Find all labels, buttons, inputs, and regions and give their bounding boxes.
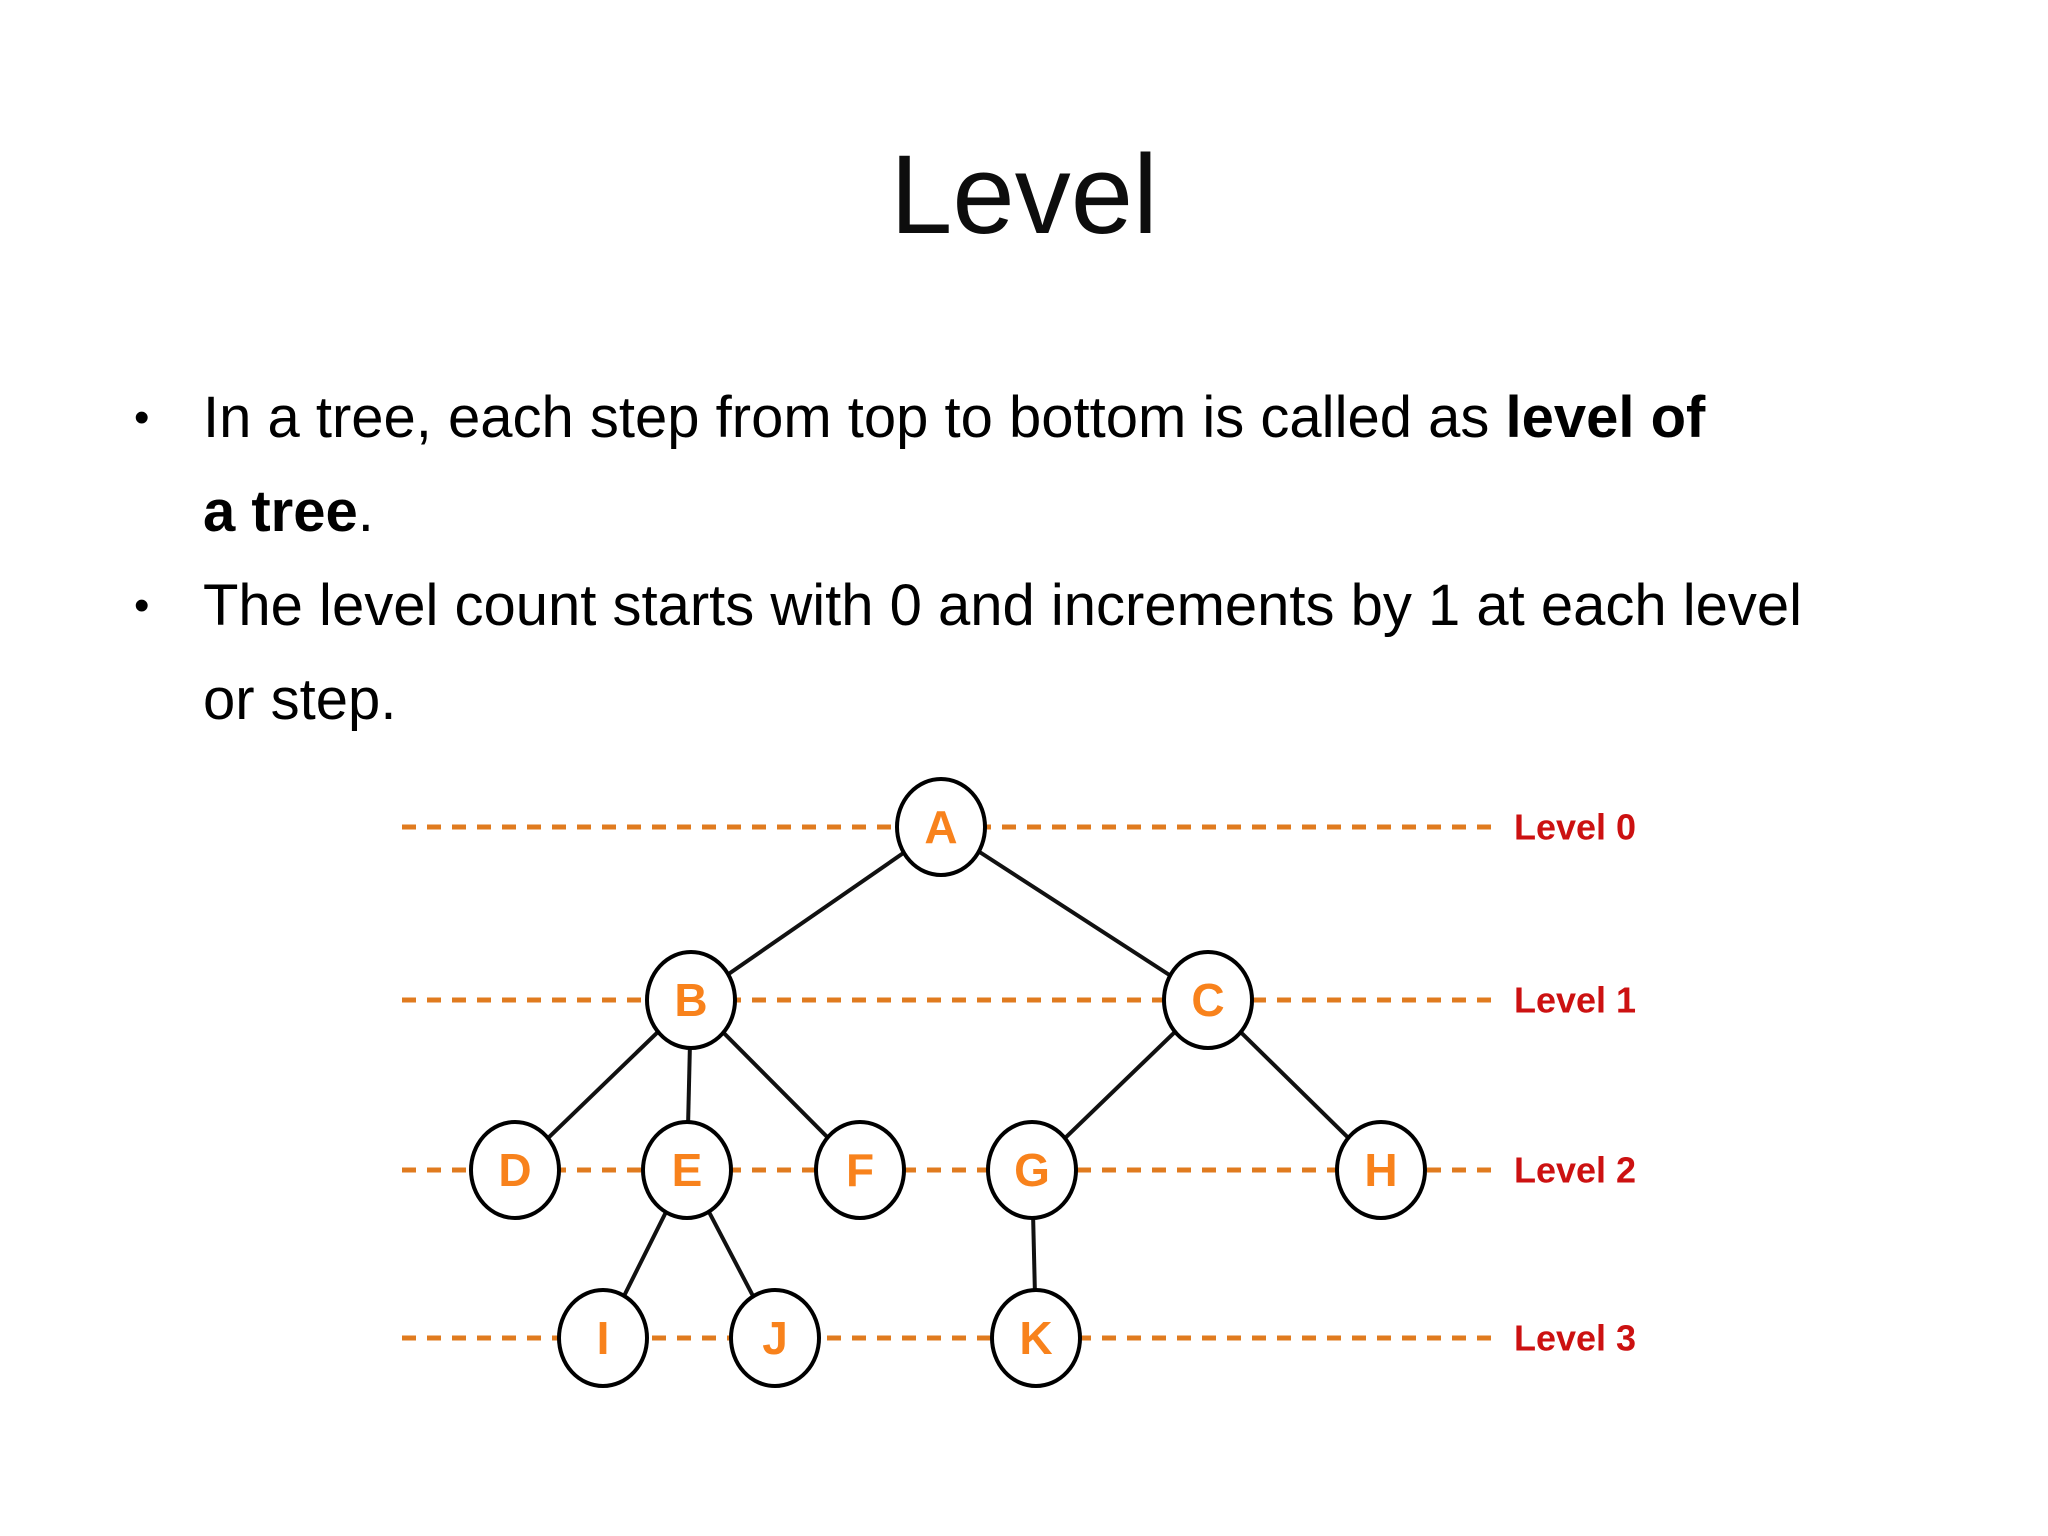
level-label-1: Level 1 <box>1514 980 1636 1021</box>
node-circle-E <box>641 1120 733 1220</box>
bullet-1-period: . <box>357 479 374 544</box>
bullet-2-text: The level count starts with 0 and increm… <box>203 559 1802 747</box>
node-circle-F <box>814 1120 906 1220</box>
node-circle-G <box>986 1120 1078 1220</box>
node-label-K: K <box>1019 1312 1052 1364</box>
bullet-marker: • <box>134 581 150 630</box>
bullet-1-line-1: In a tree, each step from top to bottom … <box>203 371 1705 465</box>
edge-A-C <box>939 825 1210 1002</box>
node-label-A: A <box>924 801 957 853</box>
bullet-item-2: • The level count starts with 0 and incr… <box>134 559 2014 747</box>
bullet-item-1: • In a tree, each step from top to botto… <box>134 371 2014 559</box>
bullet-2-line-2: or step. <box>203 667 397 732</box>
level-label-0: Level 0 <box>1514 807 1636 848</box>
bullet-1-text: In a tree, each step from top to bottom … <box>203 371 1705 559</box>
node-circle-H <box>1335 1120 1427 1220</box>
node-label-H: H <box>1364 1144 1397 1196</box>
node-circle-A <box>895 777 987 877</box>
bullet-1-bold-text: level of <box>1505 385 1706 450</box>
bullet-marker: • <box>134 393 150 442</box>
node-label-C: C <box>1191 974 1224 1026</box>
bullet-2-line-1: The level count starts with 0 and increm… <box>203 573 1803 638</box>
node-label-E: E <box>672 1144 703 1196</box>
bullet-list: • In a tree, each step from top to botto… <box>134 371 2014 747</box>
bullet-1-line-2: a tree. <box>203 465 1705 559</box>
bullet-1-regular-text: In a tree, each step from top to bottom … <box>203 385 1506 450</box>
node-label-I: I <box>597 1312 610 1364</box>
level-label-3: Level 3 <box>1514 1318 1636 1359</box>
edge-A-B <box>689 825 943 1002</box>
node-circle-B <box>645 950 737 1050</box>
node-label-F: F <box>846 1144 874 1196</box>
node-label-B: B <box>674 974 707 1026</box>
node-circle-K <box>990 1288 1082 1388</box>
slide-title: Level <box>890 132 1158 257</box>
node-label-J: J <box>762 1312 788 1364</box>
node-circle-J <box>729 1288 821 1388</box>
node-circle-I <box>557 1288 649 1388</box>
node-circle-C <box>1162 950 1254 1050</box>
node-label-G: G <box>1014 1144 1050 1196</box>
level-label-2: Level 2 <box>1514 1150 1636 1191</box>
node-circle-D <box>469 1120 561 1220</box>
node-label-D: D <box>498 1144 531 1196</box>
bullet-1-bold-text-2: a tree <box>203 479 358 544</box>
